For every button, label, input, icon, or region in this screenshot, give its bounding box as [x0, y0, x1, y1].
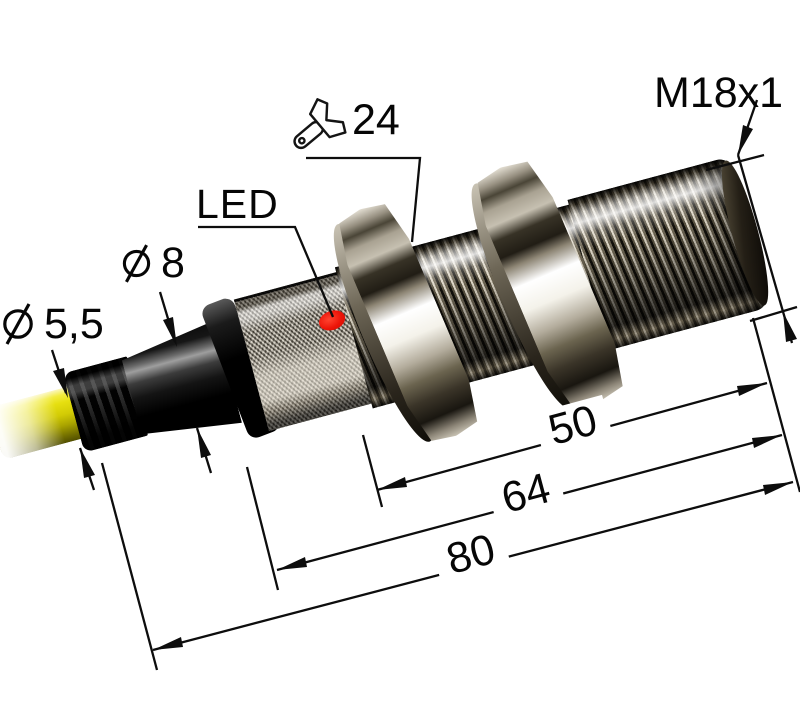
- ext-line-overall: [100, 462, 159, 671]
- wrench-size-label: 24: [352, 96, 400, 144]
- dimension-arrowheads: [53, 125, 797, 650]
- ext-line-thread: [361, 434, 384, 508]
- diameter-icon: [122, 244, 151, 283]
- wrench-leader: [306, 156, 422, 243]
- led-leader: [198, 225, 335, 318]
- m18-tick-top: [705, 153, 765, 172]
- thread-spec-label: M18x1: [654, 69, 784, 117]
- gland-diameter-value: 8: [161, 239, 185, 287]
- m18-diameter-line: [736, 154, 794, 344]
- wrench-icon: [293, 98, 347, 150]
- m18-tick-bottom: [749, 305, 798, 323]
- diameter-icon: [3, 303, 33, 345]
- cable-diameter-label: 5,5: [0, 301, 104, 347]
- ext-line-body: [245, 466, 280, 591]
- ext-line-face: [751, 317, 800, 493]
- led-label: LED: [196, 181, 279, 227]
- cable-diameter-value: 5,5: [44, 299, 104, 348]
- gland-diameter-label: 8: [120, 242, 185, 285]
